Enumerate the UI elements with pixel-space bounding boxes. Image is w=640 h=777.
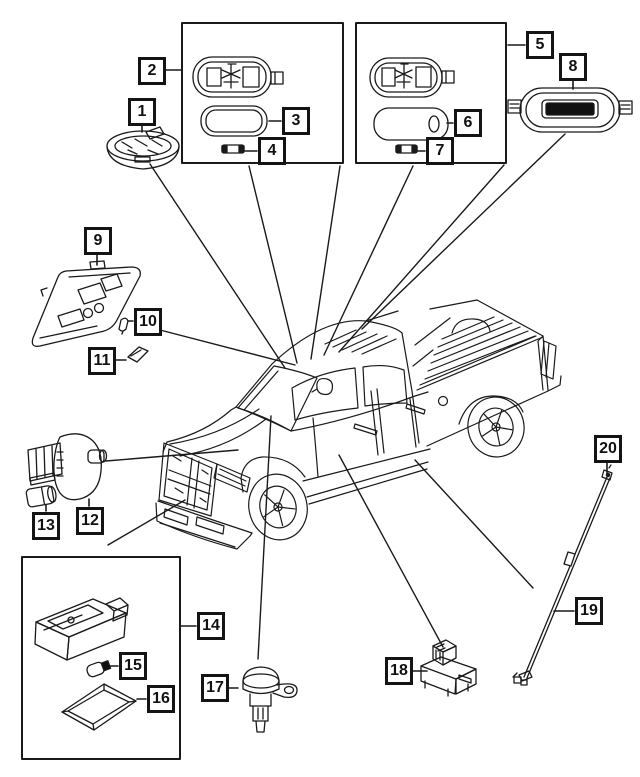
callout-7-label: 7 (435, 142, 445, 159)
callout-16[interactable]: 16 (147, 685, 175, 713)
callout-4[interactable]: 4 (258, 137, 286, 165)
callout-18[interactable]: 18 (385, 657, 413, 685)
part-lens-a (200, 105, 268, 137)
callout-3[interactable]: 3 (282, 107, 310, 135)
part-lamp-socket-12 (27, 433, 108, 501)
part-lens-16 (61, 683, 137, 731)
callout-19[interactable]: 19 (575, 597, 603, 625)
callout-4-label: 4 (267, 142, 277, 159)
callout-11[interactable]: 11 (88, 347, 116, 375)
callout-15-label: 15 (124, 657, 142, 674)
callout-13[interactable]: 13 (32, 512, 60, 540)
callout-3-label: 3 (291, 112, 301, 129)
callout-7[interactable]: 7 (426, 137, 454, 165)
assembly-box-cargo-lamp (21, 556, 181, 760)
callout-10-label: 10 (139, 313, 157, 330)
callout-19-label: 19 (580, 602, 598, 619)
part-overhead-console (31, 260, 141, 347)
part-lens-b (373, 107, 449, 141)
part-cargo-lamp-housing (34, 597, 129, 661)
callout-5[interactable]: 5 (526, 31, 554, 59)
callout-2-label: 2 (147, 62, 157, 79)
callout-20-label: 20 (599, 440, 617, 457)
front-wheel (248, 473, 308, 541)
callout-ticks (45, 44, 608, 700)
part-courtesy-lamp-17 (242, 666, 298, 733)
callout-9-label: 9 (93, 232, 103, 249)
part-switch-18 (420, 639, 477, 697)
part-dome-housing-a (192, 56, 284, 98)
callout-13-label: 13 (37, 517, 55, 534)
callout-9[interactable]: 9 (84, 227, 112, 255)
part-lens-11 (127, 346, 149, 363)
callout-8[interactable]: 8 (559, 53, 587, 81)
callout-8-label: 8 (568, 58, 578, 75)
part-dome-lamp-round (106, 126, 180, 170)
callout-6-label: 6 (463, 114, 473, 131)
part-bulb-15 (86, 660, 112, 678)
part-dome-housing-b (369, 57, 455, 98)
leader-lines (105, 133, 566, 660)
part-festoon-bulb-a (221, 144, 245, 154)
truck-illustration (155, 299, 562, 550)
callout-11-label: 11 (93, 352, 111, 369)
roof-hatch-marks (324, 329, 397, 355)
part-festoon-bulb-b (395, 144, 418, 154)
part-bulb-13 (25, 485, 57, 508)
callout-2[interactable]: 2 (138, 57, 166, 85)
callout-18-label: 18 (390, 662, 408, 679)
callout-1-label: 1 (137, 103, 147, 120)
callout-16-label: 16 (152, 690, 170, 707)
callout-6[interactable]: 6 (454, 109, 482, 137)
callout-15[interactable]: 15 (119, 652, 147, 680)
callout-1[interactable]: 1 (128, 98, 156, 126)
callout-5-label: 5 (535, 36, 545, 53)
callout-17[interactable]: 17 (201, 674, 229, 702)
part-wedge-bulb-10 (118, 317, 129, 335)
callout-20[interactable]: 20 (594, 435, 622, 463)
callout-14[interactable]: 14 (197, 612, 225, 640)
part-reading-lamp (507, 87, 633, 133)
callout-14-label: 14 (202, 617, 220, 634)
callout-10[interactable]: 10 (134, 308, 162, 336)
callout-12-label: 12 (81, 512, 99, 529)
rear-wheel (467, 396, 525, 458)
callout-17-label: 17 (206, 679, 224, 696)
callout-12[interactable]: 12 (76, 507, 104, 535)
part-rod-19 (512, 464, 613, 686)
